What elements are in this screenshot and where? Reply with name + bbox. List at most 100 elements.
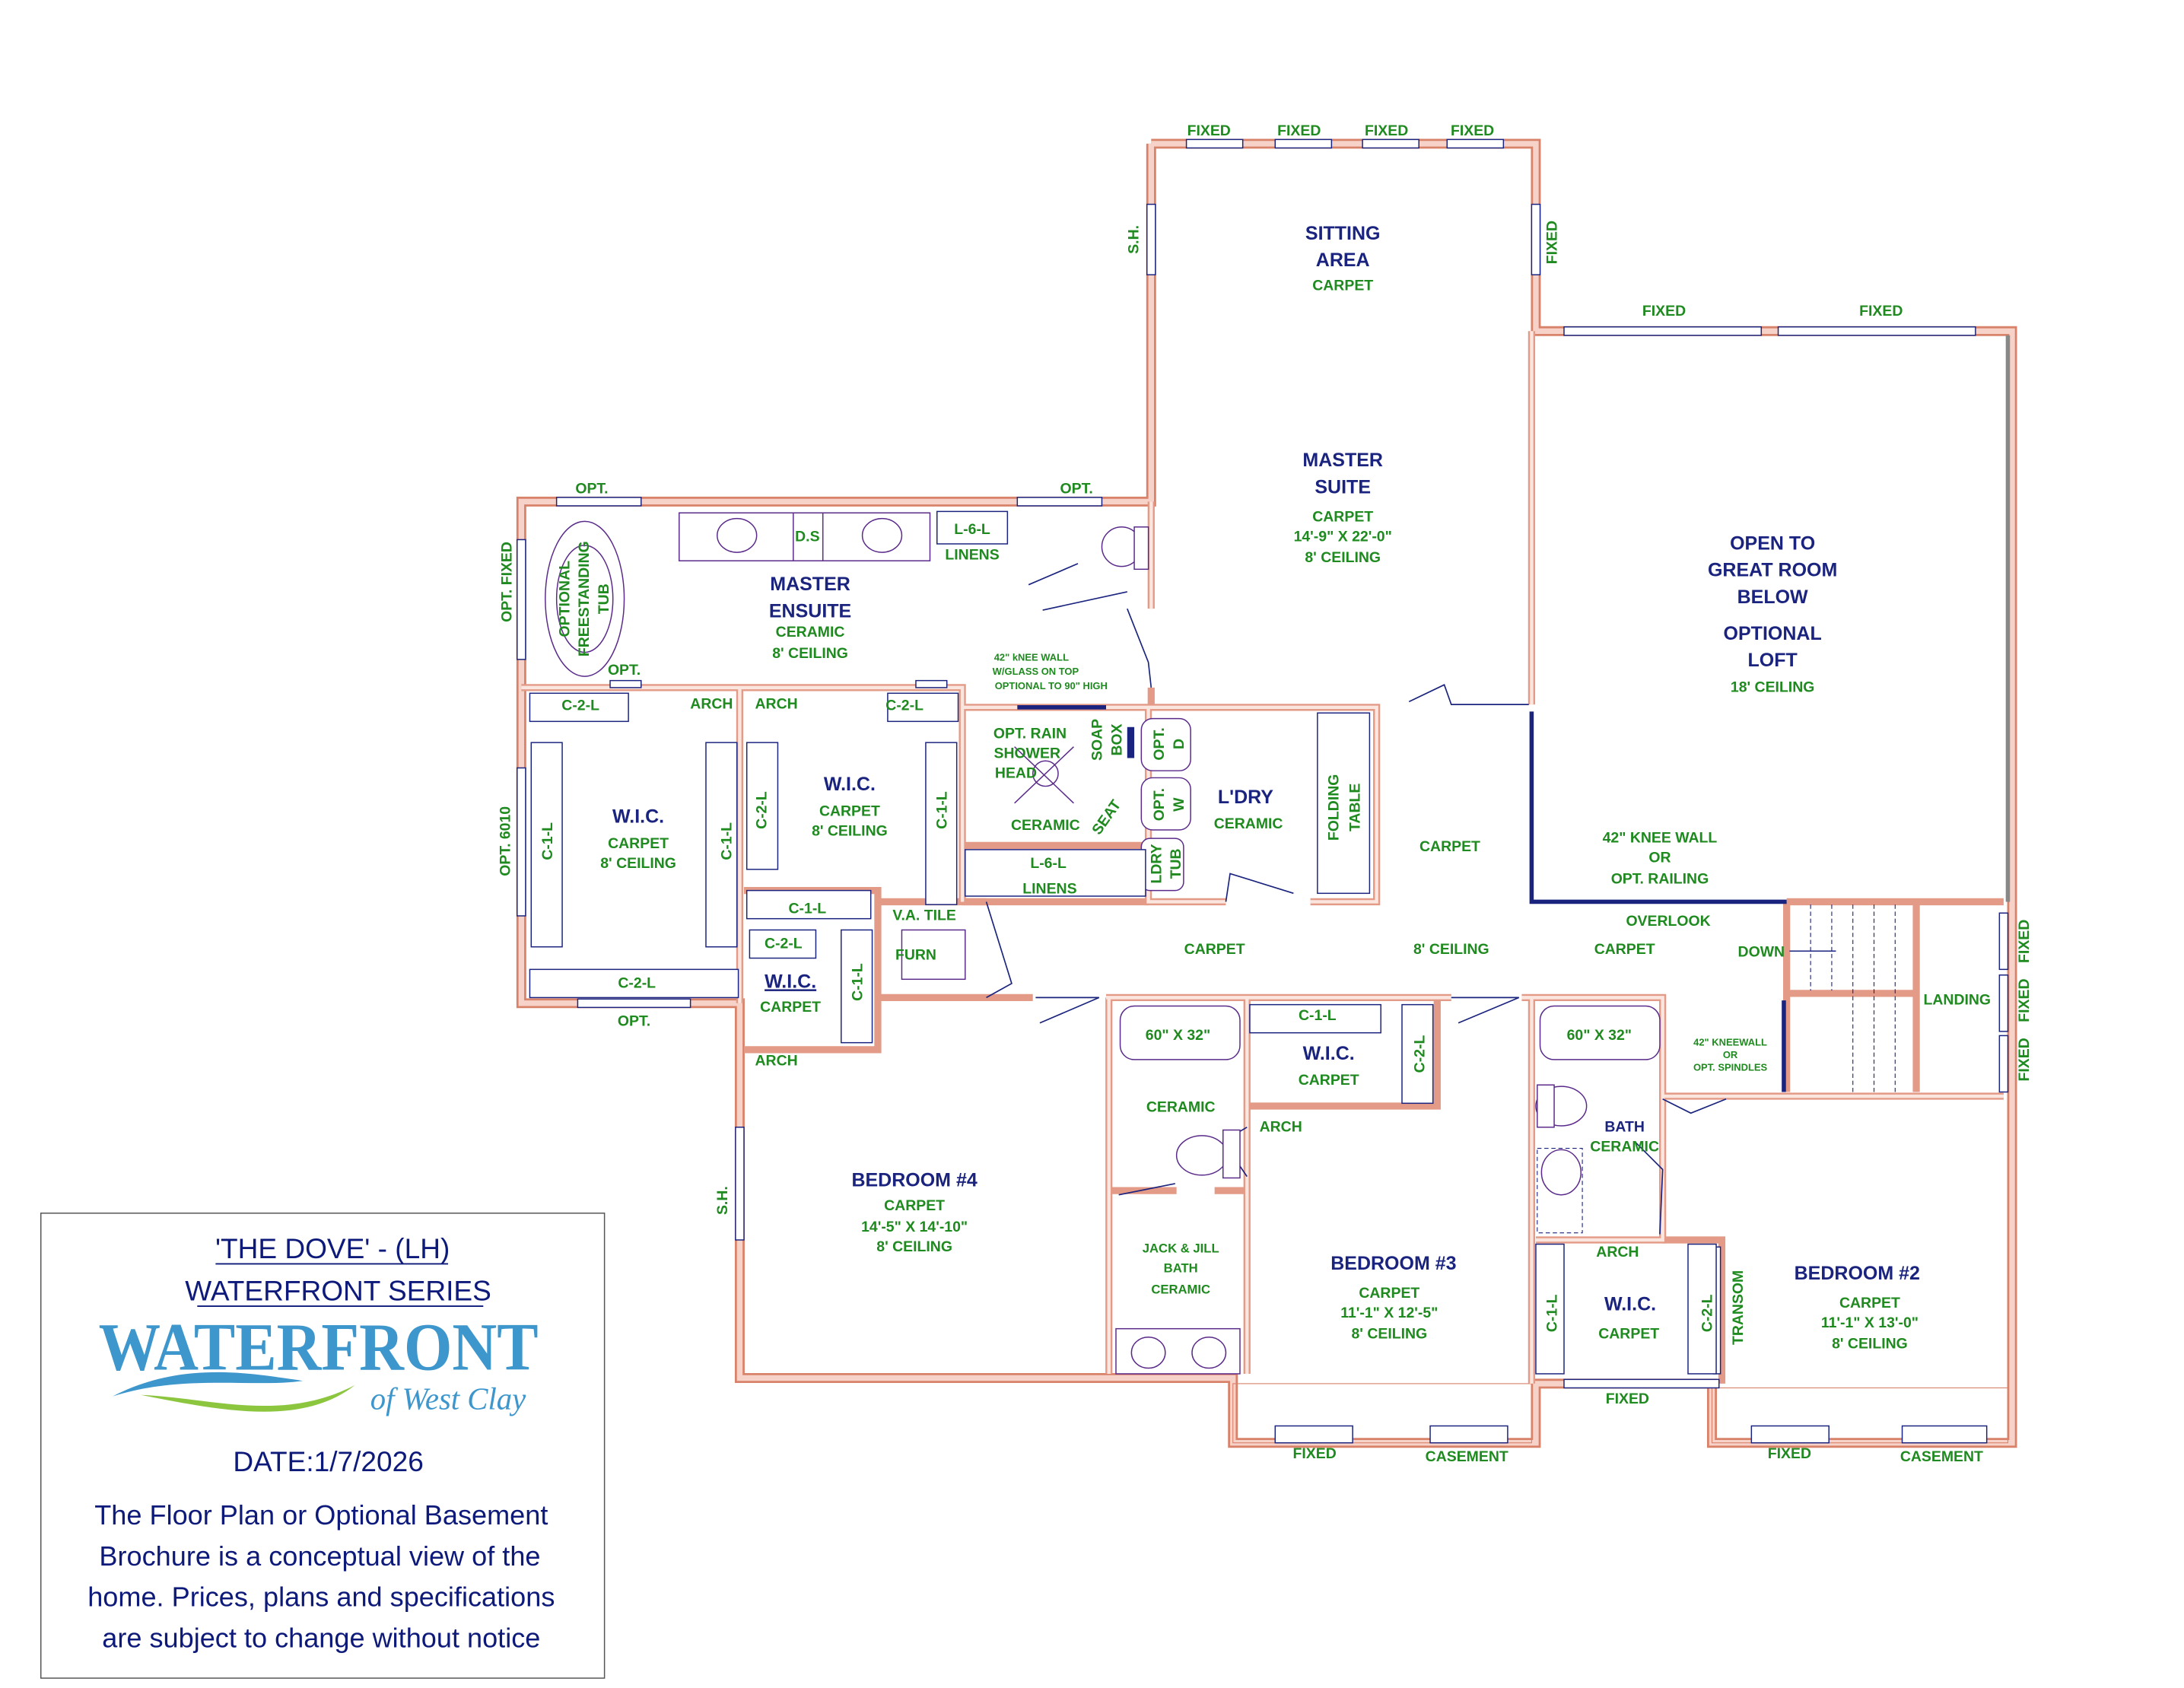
dryer-label: D [1171,739,1187,749]
room-size: 11'-1" X 13'-0" [1821,1314,1919,1331]
date: DATE:1/7/2026 [233,1445,423,1477]
plan-title: 'THE DOVE' - (LH) [215,1232,450,1264]
ceiling-label: 8' CEILING [1832,1336,1908,1353]
windows [517,138,2009,1444]
floor-label: CERAMIC [1214,815,1283,832]
bath2: 60" X 32" BATH CERAMIC [1567,1027,1659,1155]
ceiling-label: 18' CEILING [1731,679,1814,695]
ds-label: D.S [795,528,819,545]
floor-label: CARPET [884,1197,945,1214]
room-name: BEDROOM #3 [1330,1253,1456,1274]
floor-label: CERAMIC [1146,1098,1216,1115]
floor-label: CARPET [1184,941,1245,958]
room-size: 11'-1" X 12'-5" [1340,1305,1438,1321]
overlook-label: OVERLOOK [1626,913,1710,930]
floor-label: CERAMIC [776,624,845,641]
note: 42" KNEE WALL [1603,830,1718,847]
window-label: CASEMENT [1900,1448,1983,1465]
window-label: FIXED [1277,122,1321,139]
tub-size: 60" X 32" [1146,1027,1210,1044]
arch-label: ARCH [755,696,798,713]
window-label: FIXED [1365,122,1408,139]
note: OPT. SPINDLES [1693,1062,1768,1073]
floor-label: CERAMIC [1011,817,1080,834]
stair-treads [1810,904,1896,1092]
interior-walls [521,331,2004,1384]
closet-label: L-6-L [954,521,990,538]
logo-wave-green [141,1384,355,1412]
floor-label: CARPET [1419,838,1480,855]
washer-label: OPT. [1151,788,1168,821]
laundry: OPT. D OPT. W LDRY TUB L'DRY CERAMIC FOL… [1148,727,1363,883]
closet-label: C-2-L [561,698,599,714]
note: 42" KNEEWALL [1693,1036,1767,1047]
ceiling-label: 8' CEILING [1413,941,1489,958]
closet-label: C-1-L [789,900,827,917]
room-name: OPEN TO [1730,532,1815,554]
series-title: WATERFRONT SERIES [185,1275,491,1307]
laundry-tub-label: LDRY [1148,844,1165,883]
window-label: FIXED [1293,1445,1337,1462]
floor-label: CARPET [1598,1326,1659,1343]
note: OPT. RAILING [1611,870,1709,887]
note: W/GLASS ON TOP [993,666,1079,677]
folding-table-label: FOLDING [1326,774,1343,841]
disclaimer-line: home. Prices, plans and specifications [87,1582,555,1613]
note: OR [1723,1049,1738,1060]
linens-label: LINENS [1022,880,1076,897]
shower-label: OPT. RAIN [993,726,1067,742]
wic3: C-1-L C-2-L W.I.C. CARPET ARCH [1260,1007,1429,1135]
wic-left: C-2-L ARCH C-1-L C-1-L C-2-L W.I.C. CARP… [539,696,735,992]
room-name: OPTIONAL [1724,623,1822,644]
floor-label: CARPET [1312,278,1373,294]
room-name: BATH [1164,1261,1198,1276]
floor-label: CARPET [608,835,669,852]
ceiling-label: 8' CEILING [1305,549,1381,566]
room-name: AREA [1316,250,1370,271]
closet-label: C-1-L [934,791,951,829]
seat-label: SEAT [1089,797,1124,838]
closet-label: C-2-L [1412,1035,1429,1073]
window-label: TRANSOM [1730,1270,1747,1345]
ceiling-label: 8' CEILING [772,645,848,662]
window-label: CASEMENT [1426,1448,1508,1465]
waterfront-logo: WATERFRONT of West Clay [99,1310,539,1416]
closet-label: C-2-L [885,698,924,714]
floor-label: CERAMIC [1590,1138,1659,1155]
landing-label: LANDING [1924,992,1992,1009]
window-label: OPT. [1060,480,1093,497]
shower-label: SHOWER [994,745,1060,762]
bedroom-3: BEDROOM #3 CARPET 11'-1" X 12'-5" 8' CEI… [1330,1253,1456,1343]
room-name: W.I.C. [612,806,664,828]
shower-label: HEAD [995,765,1037,781]
laundry-tub-label: TUB [1168,848,1184,879]
floor-label: CARPET [1299,1072,1359,1089]
arch-label: ARCH [1596,1244,1639,1260]
room-name: MASTER [1302,450,1383,471]
window-label: FIXED [1642,303,1686,319]
room-name: BEDROOM #4 [851,1170,977,1191]
tub-label: TUB [596,583,612,614]
room-name: W.I.C. [824,774,876,795]
bedroom-4: BEDROOM #4 CARPET 14'-5" X 14'-10" 8' CE… [851,1170,977,1255]
closet-label: C-2-L [754,791,771,829]
closet-label: C-1-L [539,822,556,860]
closet-label: C-1-L [718,822,735,860]
soap-box-label: SOAP [1089,719,1105,761]
room-name: BEDROOM #2 [1795,1263,1920,1284]
closet-label: C-2-L [618,974,656,991]
note: 42" kNEE WALL [994,652,1069,663]
wic2: ARCH C-1-L C-2-L W.I.C. CARPET [1544,1244,1716,1342]
logo-wave-blue [113,1372,304,1397]
room-name: BELOW [1737,587,1808,608]
ceiling-label: 8' CEILING [812,822,888,839]
washer-label: W [1171,797,1187,812]
room-size: 14'-9" X 22'-0" [1294,528,1392,545]
closet-label: C-1-L [1299,1007,1337,1024]
arch-label: ARCH [690,696,733,713]
tub-label: FREESTANDING [576,541,593,656]
window-label: FIXED [2016,978,2033,1022]
floor-label: CARPET [1839,1295,1900,1311]
ceiling-label: 8' CEILING [876,1238,952,1255]
